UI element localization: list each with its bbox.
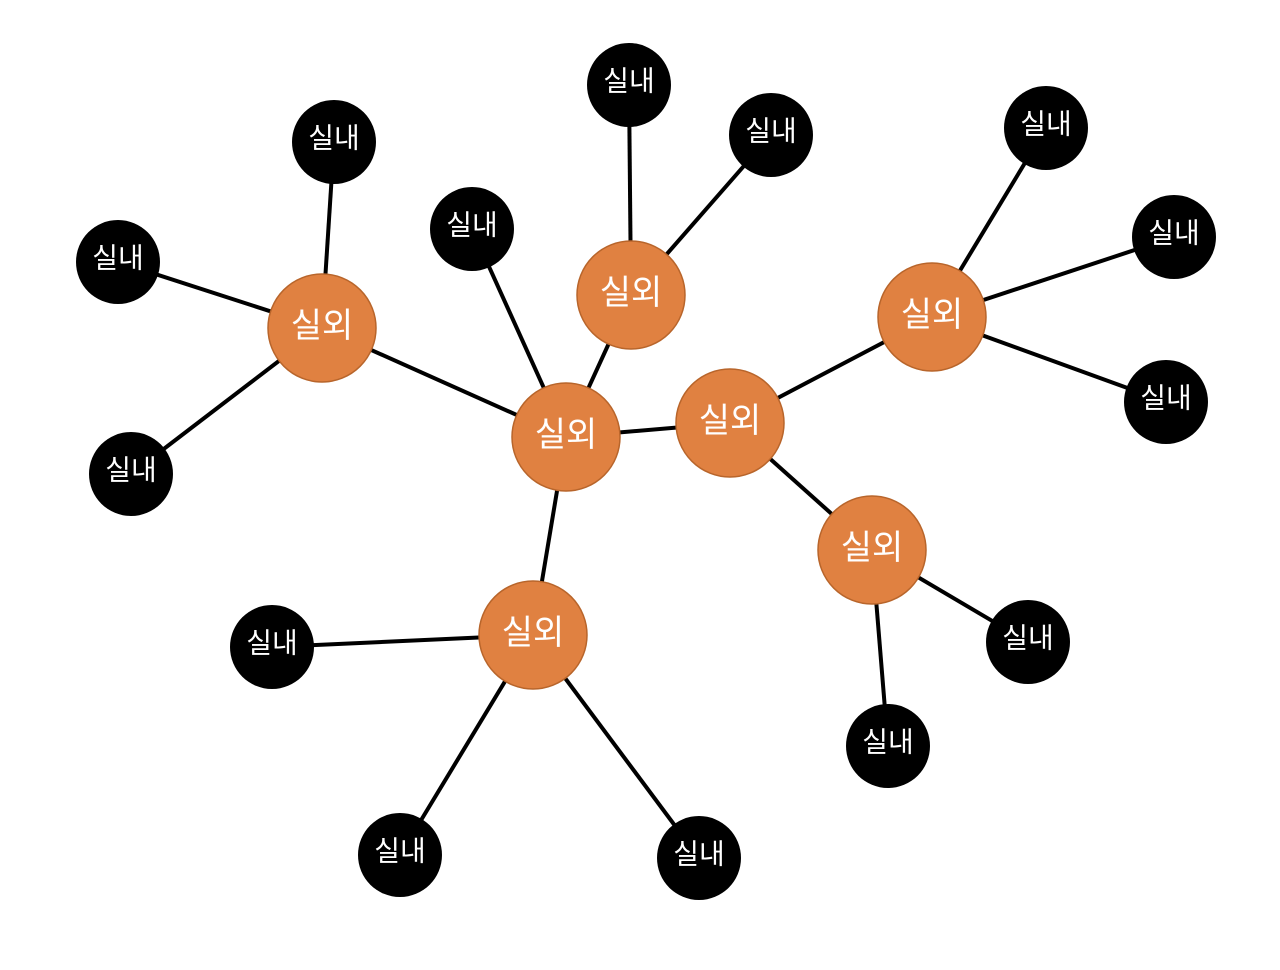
- indoor-node-circle: [1004, 86, 1088, 170]
- indoor-node-label: 실내: [1148, 217, 1200, 250]
- indoor-node: 실내: [430, 187, 514, 271]
- indoor-node-label: 실내: [105, 454, 157, 487]
- outdoor-node-label: 실외: [841, 528, 904, 568]
- edges-layer: [117, 84, 1175, 860]
- outdoor-node-circle: [877, 262, 987, 372]
- nodes-layer: 실외실외실외실외실외실외실외실내실내실내실내실내실내실내실내실내실내실내실내실내…: [76, 43, 1216, 900]
- indoor-node-label: 실내: [374, 835, 426, 868]
- outdoor-node-label: 실외: [699, 401, 762, 441]
- indoor-node: 실내: [1004, 86, 1088, 170]
- indoor-node: 실내: [1124, 360, 1208, 444]
- indoor-node-label: 실내: [603, 65, 655, 98]
- indoor-node-label: 실내: [673, 838, 725, 871]
- indoor-node-label: 실내: [446, 209, 498, 242]
- outdoor-node: 실외: [576, 240, 686, 350]
- indoor-node-circle: [846, 704, 930, 788]
- indoor-node-circle: [729, 93, 813, 177]
- outdoor-node-circle: [817, 495, 927, 605]
- indoor-node-circle: [430, 187, 514, 271]
- outdoor-node-circle: [576, 240, 686, 350]
- outdoor-node: 실외: [511, 382, 621, 492]
- outdoor-node-circle: [675, 368, 785, 478]
- indoor-node: 실내: [358, 813, 442, 897]
- indoor-node-label: 실내: [1140, 382, 1192, 415]
- indoor-node-circle: [358, 813, 442, 897]
- indoor-node-circle: [986, 600, 1070, 684]
- outdoor-node-label: 실외: [502, 613, 565, 653]
- indoor-node-circle: [89, 432, 173, 516]
- outdoor-node-label: 실외: [291, 306, 354, 346]
- outdoor-node-circle: [267, 273, 377, 383]
- indoor-node-label: 실내: [246, 627, 298, 660]
- outdoor-node: 실외: [478, 580, 588, 690]
- indoor-node: 실내: [292, 100, 376, 184]
- outdoor-node: 실외: [817, 495, 927, 605]
- indoor-node-circle: [657, 816, 741, 900]
- indoor-node: 실내: [729, 93, 813, 177]
- indoor-node: 실내: [846, 704, 930, 788]
- indoor-node-label: 실내: [308, 122, 360, 155]
- outdoor-node: 실외: [675, 368, 785, 478]
- indoor-node-circle: [1124, 360, 1208, 444]
- indoor-node-label: 실내: [92, 242, 144, 275]
- indoor-node-circle: [292, 100, 376, 184]
- indoor-node-circle: [1132, 195, 1216, 279]
- indoor-node: 실내: [657, 816, 741, 900]
- indoor-node: 실내: [986, 600, 1070, 684]
- indoor-node-label: 실내: [862, 726, 914, 759]
- indoor-node-label: 실내: [745, 115, 797, 148]
- indoor-node-label: 실내: [1020, 108, 1072, 141]
- outdoor-node-label: 실외: [535, 415, 598, 455]
- indoor-node-circle: [76, 220, 160, 304]
- indoor-node: 실내: [76, 220, 160, 304]
- outdoor-node-circle: [478, 580, 588, 690]
- outdoor-node: 실외: [877, 262, 987, 372]
- indoor-node: 실내: [89, 432, 173, 516]
- indoor-node: 실내: [587, 43, 671, 127]
- indoor-node-label: 실내: [1002, 622, 1054, 655]
- indoor-node: 실내: [230, 605, 314, 689]
- outdoor-node-label: 실외: [901, 295, 964, 335]
- indoor-node-circle: [230, 605, 314, 689]
- indoor-node-circle: [587, 43, 671, 127]
- outdoor-node: 실외: [267, 273, 377, 383]
- outdoor-node-circle: [511, 382, 621, 492]
- indoor-node: 실내: [1132, 195, 1216, 279]
- outdoor-node-label: 실외: [600, 273, 663, 313]
